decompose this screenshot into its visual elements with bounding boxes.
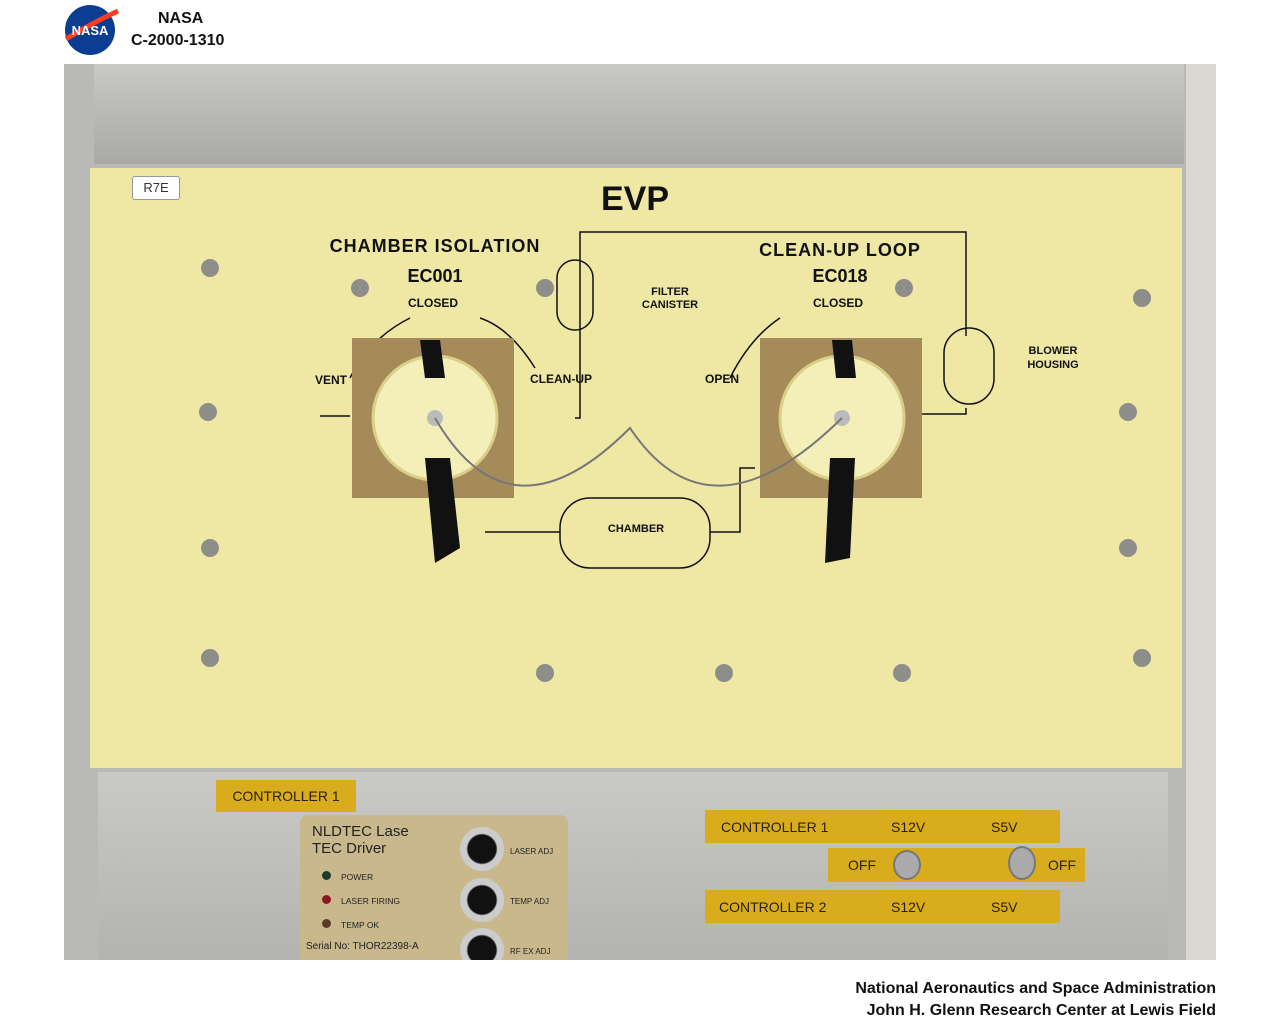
rf-ex-adj-knob[interactable] xyxy=(460,928,504,960)
ec001-label: EC001 xyxy=(407,266,463,286)
footer-line-2: John H. Glenn Research Center at Lewis F… xyxy=(866,1002,1216,1019)
power-led-icon xyxy=(322,871,331,880)
temp-ok-led-icon xyxy=(322,919,331,928)
flow-diagram xyxy=(199,231,1151,682)
laser-adj-knob[interactable] xyxy=(460,827,504,871)
svg-text:NASA: NASA xyxy=(72,23,109,38)
temp-adj-knob[interactable] xyxy=(460,878,504,922)
serial-number: Serial No: THOR22398-A xyxy=(306,941,419,952)
rack-rail xyxy=(1186,64,1216,960)
clean-up-loop-title: CLEAN-UP LOOP xyxy=(759,240,921,260)
valve-ec018 xyxy=(760,338,922,563)
valve-ec001 xyxy=(352,338,514,563)
s12v-toggle-switch[interactable] xyxy=(893,850,921,880)
evp-panel: R7E EVP CHAMBER ISOLATION EC001 CLOSED V… xyxy=(90,168,1182,768)
nasa-logo: NASA xyxy=(64,5,120,55)
closed-label: CLOSED xyxy=(407,296,459,310)
clean-up-label: CLEAN-UP xyxy=(530,372,592,386)
temp-adj-label: TEMP ADJ xyxy=(510,897,549,906)
rack-tag: R7E xyxy=(132,176,180,200)
panel-title: EVP xyxy=(600,180,670,218)
laser-firing-led-icon xyxy=(322,895,331,904)
s5v-toggle-switch[interactable] xyxy=(1008,846,1036,880)
footer-line-1: National Aeronautics and Space Administr… xyxy=(855,980,1216,997)
led-list: POWER LASER FIRING TEMP OK xyxy=(322,865,400,937)
rf-ex-adj-label: RF EX ADJ xyxy=(510,947,551,956)
chamber-isolation-title: CHAMBER ISOLATION xyxy=(329,236,541,256)
closed-label: CLOSED xyxy=(812,296,864,310)
photo-id: C-2000-1310 xyxy=(131,32,225,49)
laser-adj-label: LASER ADJ xyxy=(510,847,554,856)
ec018-label: EC018 xyxy=(812,266,868,286)
vent-label: VENT xyxy=(314,373,348,387)
top-panel xyxy=(94,64,1184,164)
equipment-photo: R7E EVP CHAMBER ISOLATION EC001 CLOSED V… xyxy=(64,64,1216,960)
chamber-label: CHAMBER xyxy=(607,523,665,535)
controller1-tag: CONTROLLER 1 xyxy=(216,780,356,812)
open-label: OPEN xyxy=(704,372,740,386)
agency-name: NASA xyxy=(158,10,204,27)
